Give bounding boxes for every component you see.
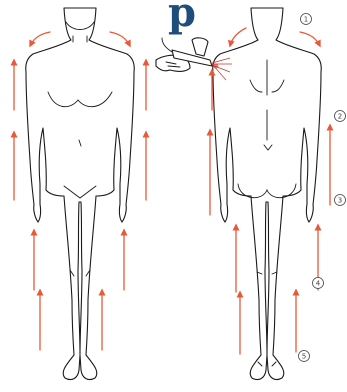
sprayer-hose: [162, 38, 172, 52]
front-body-figure: [26, 8, 134, 380]
step-marker-5: 5: [299, 351, 310, 362]
brand-glyph-fragment: p: [168, 0, 196, 36]
sprayer-cup: [192, 38, 208, 56]
arrow-front-right-shoulder: [110, 32, 130, 46]
arrow-back-right-shoulder: [300, 32, 320, 46]
step-marker-2: 2: [335, 111, 346, 122]
step-number-5: 5: [302, 353, 306, 361]
step-marker-4: 4: [313, 278, 324, 289]
front-body-outline: [26, 8, 134, 380]
step-marker-3: 3: [335, 195, 346, 206]
arrow-front-left-shoulder: [30, 32, 50, 46]
step-number-1: 1: [304, 16, 308, 24]
step-number-4: 4: [316, 280, 321, 288]
step-number-2: 2: [338, 113, 342, 121]
arrow-back-left-shoulder: [230, 28, 246, 46]
step-marker-1: 1: [301, 14, 312, 25]
step-number-3: 3: [338, 197, 342, 205]
